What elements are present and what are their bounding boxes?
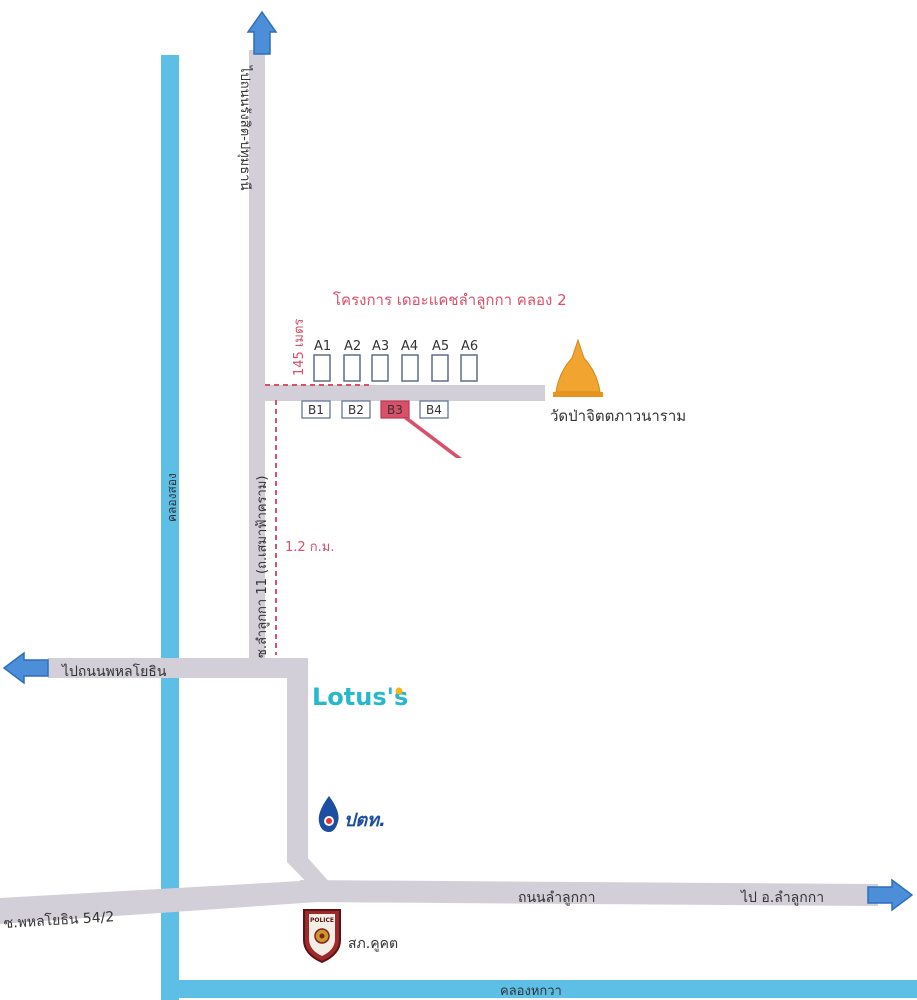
- plot-b4-box: [419, 400, 449, 419]
- main-road: [300, 880, 878, 906]
- khlong-song-canal: [161, 55, 179, 1000]
- west-arrow-icon: [2, 651, 49, 685]
- roads: [0, 50, 878, 924]
- plot-a6-box: [460, 354, 478, 382]
- plot-a3-label: A3: [372, 339, 389, 354]
- phahon-soi-label: ซ.พหลโยธิน 54/2: [3, 908, 115, 932]
- plot-a5-box: [431, 354, 449, 382]
- plot-a4-label: A4: [401, 339, 418, 354]
- khlong-hok-wa-canal: [161, 980, 917, 998]
- temple-name: วัดป่าจิตตภาวนาราม: [550, 407, 686, 425]
- east-road-label: ไป อ.ลำลูกกา: [740, 889, 824, 906]
- plot-b1-box: [301, 400, 331, 419]
- khlong-hok-wa-label: คลองหกวา: [500, 984, 562, 999]
- plot-a1-label: A1: [314, 339, 331, 354]
- distance-markers: [265, 384, 372, 655]
- west-road: [48, 658, 307, 678]
- distance-long-label: 1.2 ก.ม.: [285, 540, 335, 555]
- west-road-label: ไปถนนพหลโยธิน: [61, 663, 167, 680]
- map-labels: โครงการ เดอะแคชลำลูกกา คลอง 2 145 เมตร 1…: [3, 65, 824, 999]
- plot-a6-label: A6: [461, 339, 478, 354]
- canals: [161, 55, 917, 1000]
- east-arrow-icon: [867, 878, 914, 912]
- khlong-song-label: คลองสอง: [165, 473, 179, 522]
- temple-stupa-icon: [553, 338, 603, 397]
- soi-11-label: ซ.ลำลูกกา 11 (ถ.เสมาฟ้าคราม): [255, 476, 270, 658]
- project-access-road: [265, 385, 545, 401]
- plot-a5-label: A5: [432, 339, 449, 354]
- plot-a1-box: [313, 354, 331, 382]
- lotuss-logo: Lotus's: [312, 683, 408, 711]
- plots-a-row: [313, 354, 478, 382]
- police-badge-icon: POLICE: [303, 909, 341, 964]
- project-title: โครงการ เดอะแคชลำลูกกา คลอง 2: [333, 291, 567, 309]
- lotuss-logo-text: Lotus's: [312, 683, 408, 711]
- north-road-label: ไปถนนรังสิต-ปทุมธานี: [237, 65, 253, 190]
- plot-a3-box: [371, 354, 389, 382]
- phahon-soi-road: [0, 880, 318, 924]
- north-road: [249, 50, 265, 672]
- plots-a-labels: A1 A2 A3 A4 A5 A6: [314, 339, 478, 354]
- plot-b1-label: B1: [308, 403, 324, 417]
- plot-a2-box: [343, 354, 361, 382]
- ptt-logo-text: ปตท.: [344, 810, 386, 831]
- police-badge-text: POLICE: [310, 917, 334, 924]
- direction-arrows: [2, 10, 914, 912]
- police-station-label: สภ.คูคต: [348, 936, 398, 952]
- distance-short-label: 145 เมตร: [292, 319, 307, 376]
- connector-road: [287, 658, 338, 892]
- north-arrow-icon: [246, 10, 278, 55]
- plot-b3-box: [380, 400, 410, 419]
- main-road-label: ถนนลำลูกกา: [518, 890, 595, 906]
- plot-b3-label: B3: [387, 403, 403, 417]
- b3-pointer-icon: [403, 418, 462, 458]
- ptt-logo: ปตท.: [318, 796, 386, 832]
- plots-b-row: [301, 400, 449, 419]
- lotuss-logo-dot: [395, 687, 403, 695]
- plot-b2-label: B2: [348, 403, 364, 417]
- plot-a2-label: A2: [344, 339, 361, 354]
- plot-a4-box: [401, 354, 419, 382]
- plots-b-labels: B1 B2 B3 B4: [308, 403, 442, 417]
- ptt-drop-icon: [318, 796, 339, 832]
- plot-b2-box: [341, 400, 371, 419]
- plot-b4-label: B4: [426, 403, 442, 417]
